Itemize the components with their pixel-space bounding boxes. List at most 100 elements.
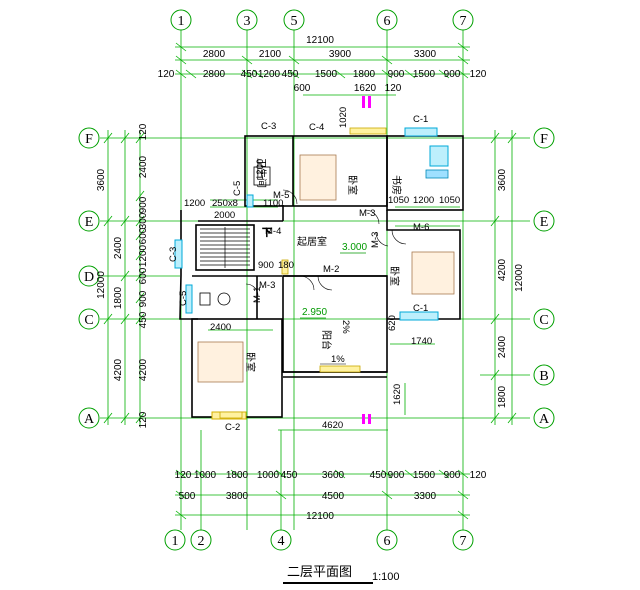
dim-right-2400: 2400	[497, 335, 508, 358]
axis-left-D: D	[84, 270, 94, 285]
label-1620: 1620	[392, 384, 403, 405]
dim-bot-r1-5: 3600	[322, 470, 345, 481]
dim-bot-r1-1: 1000	[194, 470, 217, 481]
right-dimensions: 3600 4200 2400 1800 12000	[497, 168, 525, 408]
room-bath: 卫生间	[255, 158, 268, 188]
axis-grid	[100, 30, 530, 530]
label-m3-a: M-3	[359, 208, 375, 219]
axis-right-E: E	[540, 215, 549, 230]
dim-top-r3-6: 1800	[353, 69, 376, 80]
axis-bottom-2: 2	[198, 534, 205, 549]
axis-top-7: 7	[460, 14, 467, 29]
axis-left-C: C	[84, 313, 93, 328]
bed-icon	[197, 341, 244, 383]
dim-top-3900: 3900	[329, 49, 352, 60]
dim-right-3600: 3600	[497, 168, 508, 191]
toilet-icon	[199, 292, 211, 306]
dim-left-3600: 3600	[96, 168, 107, 191]
dim-top-r3-5: 1500	[315, 69, 338, 80]
label-c3-left: C-3	[168, 247, 179, 262]
label-2000: 2000	[214, 210, 235, 221]
door-swings	[245, 189, 407, 297]
component-labels: C-3 C-4 C-1 C-5 C-3 C-5 C-1 C-2 M-5 M-4 …	[168, 107, 460, 433]
dim-bot-3800: 3800	[226, 491, 249, 502]
dim-top-600: 600	[294, 83, 311, 94]
room-balcony: 阳台	[320, 330, 333, 350]
axis-labels: 1 3 5 6 7 1 2 4 6 7 F E D C A F E C B A	[84, 14, 550, 549]
label-900: 900	[258, 260, 274, 271]
dim-top-r3-10: 120	[470, 69, 487, 80]
dim-left-total: 12000	[96, 271, 107, 299]
dim-bot-r1-3: 1000	[257, 470, 280, 481]
desk-icon	[425, 169, 449, 179]
dim-left-in-5: 1200	[138, 244, 149, 267]
title-text: 二层平面图	[287, 565, 352, 580]
label-180: 180	[278, 260, 294, 271]
label-m3-c: M-3	[259, 280, 275, 291]
label-4620: 4620	[322, 420, 343, 431]
dim-bot-r1-6: 450	[370, 470, 387, 481]
dim-bot-total: 12100	[306, 511, 334, 522]
drawing-title: 二层平面图 1:100	[283, 565, 400, 584]
dim-bot-r1-10: 120	[470, 470, 487, 481]
room-names: 卫生间 卧室 书房 起居室 卧室 阳台 卧室	[244, 158, 403, 372]
dim-left-in-0: 120	[138, 123, 149, 140]
dim-top-2100: 2100	[259, 49, 282, 60]
room-living: 起居室	[297, 235, 327, 248]
label-m3-b: M-3	[370, 232, 381, 248]
dim-right-4200: 4200	[497, 258, 508, 281]
axis-left-E: E	[85, 215, 94, 230]
label-slope2: 2%	[340, 320, 351, 334]
label-slope: 1%	[331, 354, 345, 365]
axis-bottom-1: 1	[172, 534, 179, 549]
axis-bubbles	[78, 9, 555, 551]
dim-left-in-1: 2400	[138, 155, 149, 178]
dim-top-r3-2: 450	[241, 69, 258, 80]
left-dimensions: 3600 2400 1800 4200 12000 120 2400 900 3…	[96, 123, 149, 428]
top-dimensions: 12100 2800 2100 3900 3300 120 2800 450 1…	[158, 35, 487, 94]
dim-top-total: 12100	[306, 35, 334, 46]
label-m2: M-2	[323, 264, 339, 275]
label-1020: 1020	[338, 107, 349, 128]
dim-left-in-4: 600	[138, 227, 149, 244]
drain-markers	[362, 96, 371, 424]
dim-bot-r1-7: 900	[388, 470, 405, 481]
axis-right-F: F	[540, 132, 548, 147]
axis-left-A: A	[84, 412, 95, 427]
dim-bot-500: 500	[179, 491, 196, 502]
room-study: 书房	[390, 175, 403, 195]
label-c1-top: C-1	[413, 114, 428, 125]
room-bed1: 卧室	[346, 175, 359, 195]
bed-icon	[299, 154, 337, 201]
label-m1: M-1	[252, 287, 263, 303]
label-1740: 1740	[411, 336, 432, 347]
elevation-marks: 3.000 2.950	[300, 242, 367, 365]
dim-top-r3-1: 2800	[203, 69, 226, 80]
dim-right-total: 12000	[514, 264, 525, 292]
axis-top-6: 6	[384, 14, 391, 29]
dim-left-in-9: 4200	[138, 358, 149, 381]
axis-right-C: C	[539, 313, 548, 328]
room-bed3: 卧室	[244, 352, 257, 372]
dim-top-r3-9: 900	[444, 69, 461, 80]
dim-left-in-7: 900	[138, 290, 149, 307]
dim-bot-3300: 3300	[414, 491, 437, 502]
stair-down-label: 下	[262, 228, 272, 239]
label-250x8: 250x8	[212, 198, 238, 209]
furniture	[197, 154, 455, 383]
dim-top-r3-0: 120	[158, 69, 175, 80]
bathtub-icon	[253, 166, 271, 186]
bottom-dimensions: 120 1000 1800 1000 450 3600 450 900 1500…	[175, 470, 487, 522]
label-c5-b: C-5	[178, 291, 189, 306]
bed-icon	[411, 251, 455, 295]
label-c3-top: C-3	[261, 121, 276, 132]
label-1050b: 1050	[439, 195, 460, 206]
axis-right-B: B	[539, 369, 548, 384]
axis-left-F: F	[85, 132, 93, 147]
dim-left-in-3: 300	[138, 212, 149, 229]
dim-bot-r1-2: 1800	[226, 470, 249, 481]
label-1200b: 1200	[413, 195, 434, 206]
dim-left-1800: 1800	[113, 286, 124, 309]
label-1200v: 1200	[255, 159, 266, 180]
